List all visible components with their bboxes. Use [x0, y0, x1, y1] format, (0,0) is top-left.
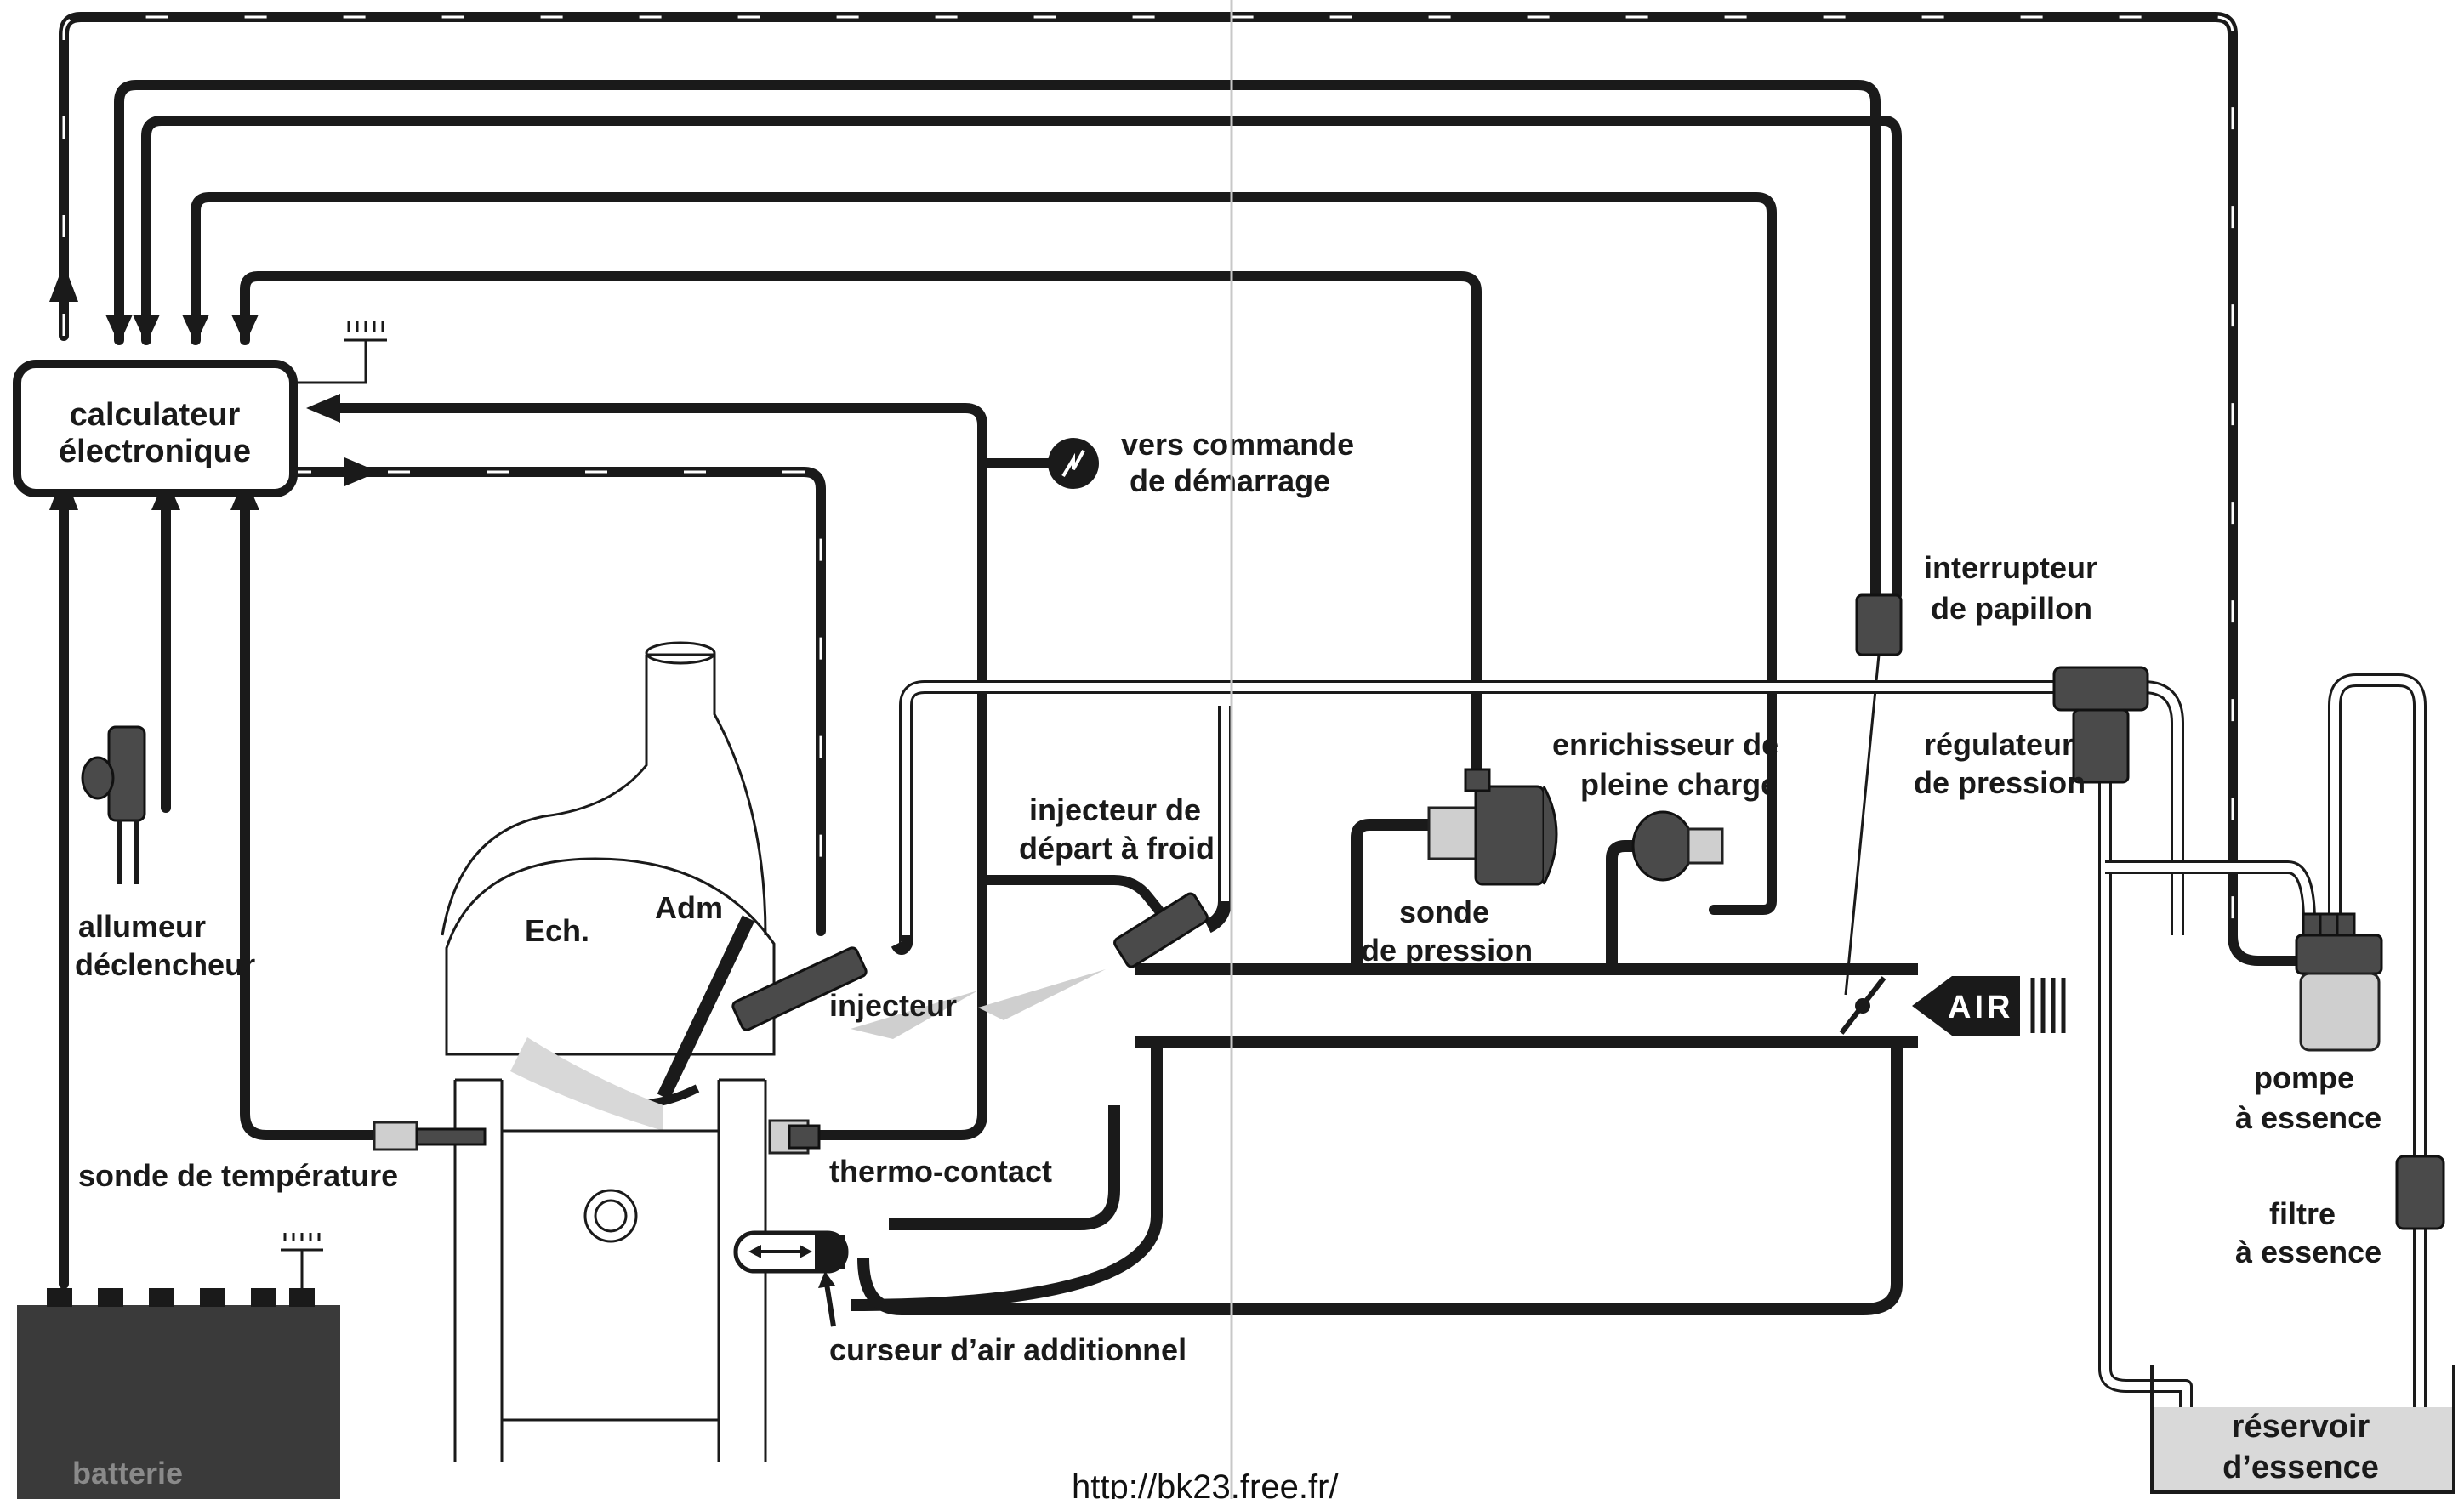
batterie-part: batterie — [17, 1233, 340, 1499]
enrichisseur-label-line1: enrichisseur de — [1552, 727, 1778, 762]
pompe-part: pompe à essence — [2235, 912, 2383, 1135]
sonde-pression-part: sonde de pression — [1361, 768, 1558, 968]
pompe-label-line2: à essence — [2235, 1100, 2381, 1135]
interrupteur-papillon-part: interrupteur de papillon — [1855, 550, 2097, 656]
engine-cylinder: Ech. Adm injecteur — [441, 641, 978, 1462]
sonde-pression-label-line2: de pression — [1361, 933, 1533, 968]
ech-label: Ech. — [525, 913, 589, 948]
adm-label: Adm — [655, 890, 723, 925]
sonde-temperature-label: sonde de température — [78, 1158, 398, 1193]
thermo-contact-part: thermo-contact — [768, 1119, 1052, 1189]
vers-commande-label-line2: de démarrage — [1130, 463, 1330, 498]
air-label: AIR — [1948, 990, 2013, 1025]
calculateur-label-line1: calculateur — [70, 397, 241, 433]
regulateur-pression-part: régulateur de pression — [1914, 666, 2149, 800]
thermo-contact-label: thermo-contact — [829, 1154, 1052, 1189]
sonde-temperature-part: sonde de température — [78, 1121, 487, 1193]
batterie-label: batterie — [72, 1456, 183, 1490]
sonde-pression-label-line1: sonde — [1399, 894, 1489, 929]
cold-start-label-line1: injecteur de — [1029, 792, 1201, 827]
cold-start-injector-part: injecteur de départ à froid — [978, 792, 1215, 1020]
calculateur-electronique: calculateur électronique — [13, 360, 298, 497]
enrichisseur-label-line2: pleine charge — [1580, 767, 1778, 802]
interrupteur-label-line1: interrupteur — [1924, 550, 2097, 585]
wiring-harness — [49, 12, 2306, 1289]
injector-part — [731, 946, 868, 1031]
filtre-label-line2: à essence — [2235, 1235, 2381, 1269]
curseur-air-part: curseur d’air additionnel — [733, 1230, 1186, 1367]
interrupteur-label-line2: de papillon — [1931, 591, 2092, 626]
vers-commande-label-line1: vers commande — [1121, 427, 1354, 462]
enrichisseur-part: enrichisseur de pleine charge — [1552, 727, 1778, 882]
reservoir-label-line2: d’essence — [2222, 1450, 2379, 1485]
intake-manifold: AIR — [850, 645, 2066, 1315]
source-url: http://bk23.free.fr/ — [1072, 1468, 1339, 1499]
fuel-lines — [889, 673, 2427, 1428]
curseur-label: curseur d’air additionnel — [829, 1332, 1186, 1367]
air-arrow — [1912, 976, 2020, 1036]
filtre-part: filtre à essence — [2235, 1155, 2445, 1269]
allumeur-label-line1: allumeur — [78, 909, 206, 944]
regulateur-label-line2: de pression — [1914, 765, 2086, 800]
injecteur-label: injecteur — [829, 988, 957, 1023]
filtre-label-line1: filtre — [2269, 1196, 2336, 1231]
cold-start-label-line2: départ à froid — [1019, 831, 1215, 866]
calculateur-label-line2: électronique — [59, 434, 251, 469]
allumeur-part: allumeur déclencheur — [75, 725, 255, 982]
reservoir-part: réservoir d’essence — [2150, 1365, 2455, 1494]
allumeur-label-line2: déclencheur — [75, 947, 255, 982]
intake-valve — [657, 915, 755, 1100]
pompe-label-line1: pompe — [2254, 1060, 2354, 1095]
reservoir-label-line1: réservoir — [2232, 1409, 2370, 1445]
regulateur-label-line1: régulateur — [1924, 727, 2074, 762]
